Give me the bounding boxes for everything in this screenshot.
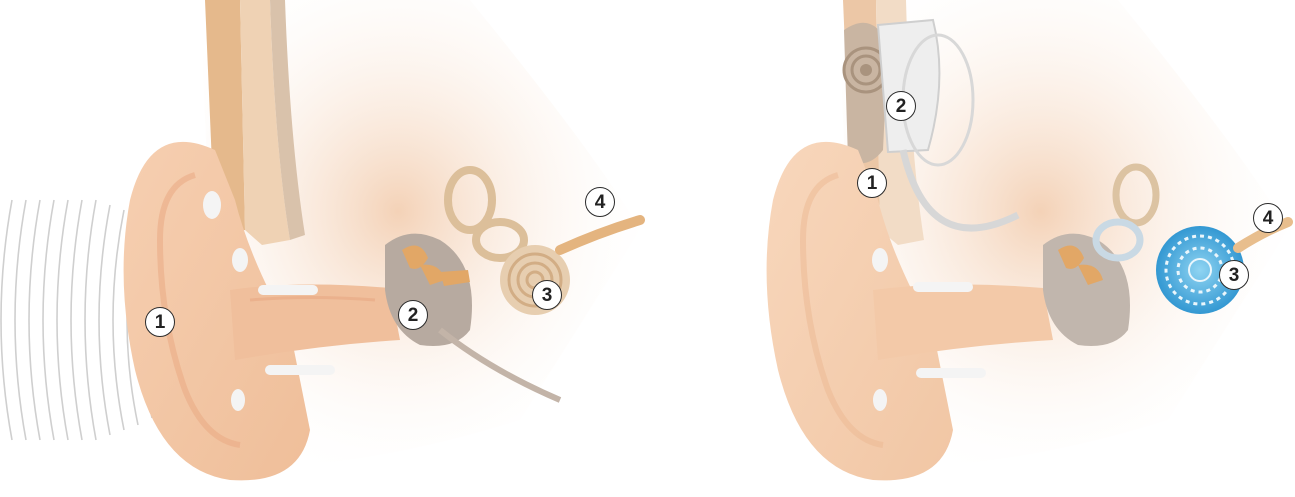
marker-middle-ear: 2 [398, 300, 428, 330]
marker-sound-processor: 1 [857, 168, 887, 198]
cochlear-implant-panel: 1 2 3 4 [648, 0, 1295, 497]
implant-ear-illustration [648, 0, 1295, 497]
natural-ear-illustration [0, 0, 647, 497]
marker-implant-receiver: 2 [886, 91, 916, 121]
marker-outer-ear: 1 [145, 307, 175, 337]
natural-hearing-panel: 1 2 3 4 [0, 0, 647, 497]
marker-electrode-array: 3 [1219, 260, 1249, 290]
marker-auditory-nerve: 4 [585, 187, 615, 217]
marker-cochlea: 3 [532, 280, 562, 310]
marker-auditory-nerve: 4 [1253, 203, 1283, 233]
